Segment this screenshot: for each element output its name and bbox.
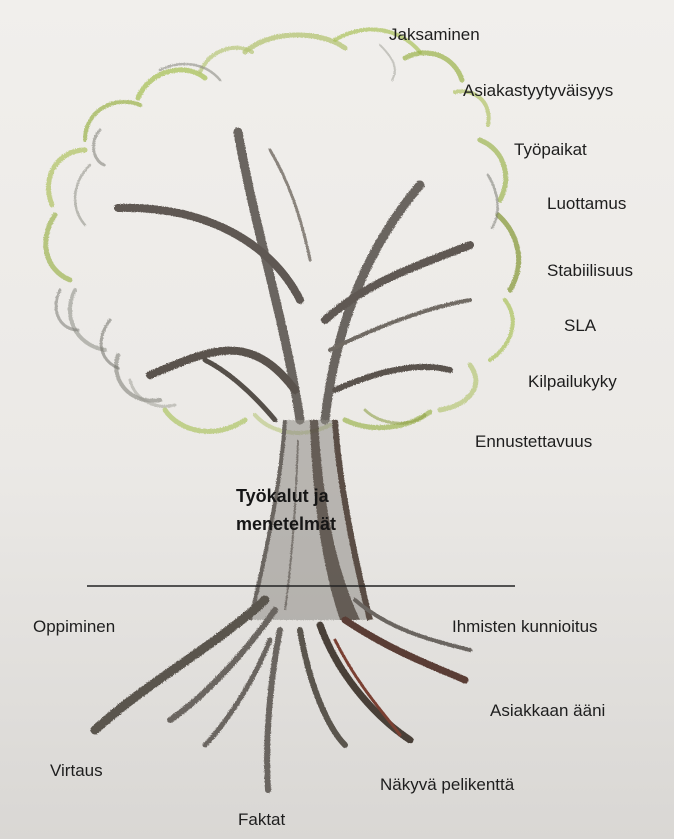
root-label-ihmisten-kunnioitus: Ihmisten kunnioitus bbox=[452, 617, 598, 637]
crown-label-tyopaikat: Työpaikat bbox=[514, 140, 587, 160]
crown-label-ennustettavuus: Ennustettavuus bbox=[475, 432, 592, 452]
root-label-oppiminen: Oppiminen bbox=[33, 617, 115, 637]
center-label: Työkalut ja menetelmät bbox=[236, 482, 336, 538]
root-label-asiakkaan-aani: Asiakkaan ääni bbox=[490, 701, 605, 721]
tree-branches bbox=[118, 132, 470, 420]
root-label-virtaus: Virtaus bbox=[50, 761, 103, 781]
root-label-faktat: Faktat bbox=[238, 810, 285, 830]
center-label-line-2: menetelmät bbox=[236, 510, 336, 538]
crown-label-jaksaminen: Jaksaminen bbox=[389, 25, 480, 45]
crown-label-stabiilisuus: Stabiilisuus bbox=[547, 261, 633, 281]
tree-roots bbox=[95, 600, 470, 790]
crown-label-luottamus: Luottamus bbox=[547, 194, 626, 214]
crown-label-sla: SLA bbox=[564, 316, 596, 336]
crown-label-kilpailukyky: Kilpailukyky bbox=[528, 372, 617, 392]
root-label-nakyva-pelikentta: Näkyvä pelikenttä bbox=[380, 775, 514, 795]
center-label-line-1: Työkalut ja bbox=[236, 482, 336, 510]
crown-label-asiakastyytyvaisyys: Asiakastyytyväisyys bbox=[463, 81, 613, 101]
